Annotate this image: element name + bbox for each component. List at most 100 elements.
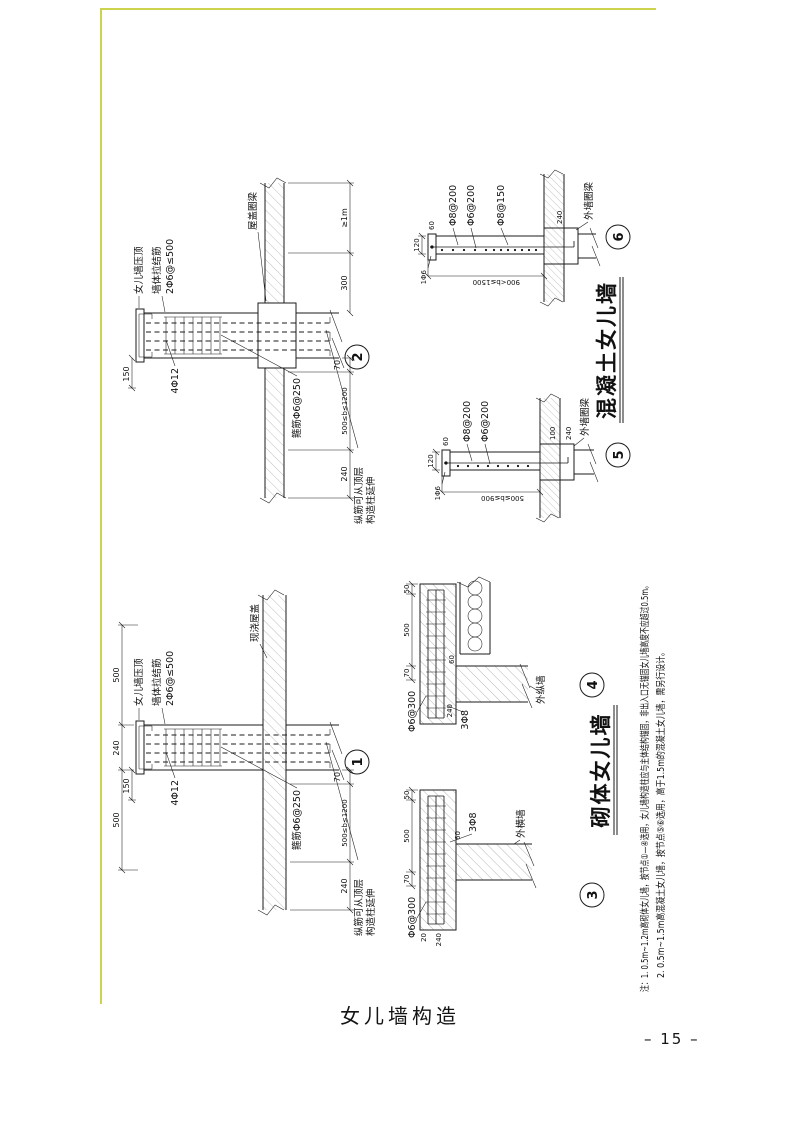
ring-beam xyxy=(257,302,297,369)
label-stirrups: 箍筋Φ6@250 xyxy=(291,790,303,850)
figure-caption: 女儿墙构造 xyxy=(340,1004,460,1028)
note-line-2: 2. 0.5m~1.5m高混凝土女儿墙，按节点⑤⑥选用，高于1.5m的混凝土女儿… xyxy=(655,648,667,978)
dim-text: 70 xyxy=(403,875,411,884)
vertical-rebar-dashed xyxy=(146,322,330,351)
roof-slab-hatch xyxy=(263,595,286,910)
label-vertical-bars: Φ8@200 xyxy=(462,401,473,442)
label-coping-ties: Φ6@300 xyxy=(407,691,418,732)
detail-2-bubble xyxy=(344,344,370,370)
dim-text: 500 xyxy=(112,812,121,827)
label-main-bars: 4Φ12 xyxy=(170,368,181,394)
ring-beam xyxy=(539,443,575,481)
stirrup-ladder xyxy=(164,728,222,767)
dim-text: 500≤b≤1200 xyxy=(341,387,349,434)
label-tie-bars: 墙体拉结筋 xyxy=(151,658,163,706)
dim-text: 70 xyxy=(403,669,411,678)
label-coping-bar: 1Φ6 xyxy=(434,485,442,500)
vertical-rebar-dashed xyxy=(146,734,330,763)
dim-parapet-height-range: 900<b≤1500 xyxy=(473,278,520,286)
detail-6-drawing: 120 1Φ6 60 Φ8@200 Φ6@200 xyxy=(413,169,601,307)
label-extend-line1: 纵筋可从顶层 xyxy=(353,879,365,936)
label-main-bars: 4Φ12 xyxy=(170,780,181,806)
dim-text: 120 xyxy=(413,238,421,251)
label-tie-bars-spec: 2Φ6@≤500 xyxy=(165,239,176,294)
roof-slab-hatch xyxy=(540,398,560,518)
coping-cap xyxy=(135,308,145,363)
label-tie-bars: 墙体拉结筋 xyxy=(151,246,163,294)
hollow-core-void xyxy=(467,594,483,610)
dim-text: 150 xyxy=(122,366,131,381)
label-extend-line1: 纵筋可从顶层 xyxy=(353,467,365,524)
group-titles: 砌体女儿墙 混凝土女儿墙 xyxy=(589,277,624,835)
label-vertical-bars-upper: Φ8@200 xyxy=(448,185,459,226)
title-concrete-parapet: 混凝土女儿墙 xyxy=(595,281,619,419)
dim-text: ≥1m xyxy=(340,208,349,228)
dim-text: 300 xyxy=(340,275,349,290)
parapet-wall-hatch xyxy=(420,790,456,930)
dim-text: 500 xyxy=(403,623,411,636)
label-stirrups: 箍筋Φ6@250 xyxy=(291,378,303,438)
rotated-drawing-sheet: 500 240 500 150 xyxy=(100,140,670,1000)
detail-6-bubble xyxy=(605,224,631,250)
detail-4-number: 4 xyxy=(586,680,601,689)
detail-number-bubbles: 1 2 3 4 5 6 xyxy=(344,224,631,908)
page-number: – 15 – xyxy=(644,1030,700,1048)
dim-text: 50 xyxy=(403,791,411,800)
detail-1-bubble xyxy=(344,749,370,775)
scan-fold-line-horizontal xyxy=(100,8,656,10)
label-transverse-wall: 外横墙 xyxy=(515,809,527,838)
section-2-drawing: 150 女儿墙压顶 墙体拉 xyxy=(122,177,377,524)
label-tie-bars-spec: 2Φ6@≤500 xyxy=(165,651,176,706)
dim-text: 500 xyxy=(403,829,411,842)
dim-text: 240 xyxy=(565,427,573,440)
label-vertical-bars-lower: Φ8@150 xyxy=(496,185,507,226)
dim-text: 60 xyxy=(442,437,450,446)
title-masonry-parapet: 砌体女儿墙 xyxy=(589,713,613,828)
dim-text: 120 xyxy=(427,454,435,467)
label-extend-line2: 构造柱延伸 xyxy=(365,888,377,936)
detail-5-drawing: 120 1Φ6 60 Φ8@200 Φ6@200 500≤b≤900 xyxy=(427,393,599,523)
label-roof: 现浇屋盖 xyxy=(249,603,261,642)
notes-block: 注：1. 0.5m~1.2m高砌体女儿墙，按节点①—④选用，女儿墙构造柱应与主体… xyxy=(639,582,667,992)
parapet-wall-hatch xyxy=(420,584,456,724)
dim-text: 70 xyxy=(333,772,342,782)
dim-text: 60 xyxy=(448,655,456,664)
label-wall-ring-beam: 外墙圈梁 xyxy=(579,397,591,436)
dim-parapet-height-range: 500≤b≤900 xyxy=(481,494,524,502)
transverse-wall-hatch xyxy=(456,844,532,880)
label-coping-bars: 3Φ8 xyxy=(468,812,479,832)
ring-beam xyxy=(543,227,579,265)
dim-text: 70 xyxy=(333,360,342,370)
roof-slab-hatch xyxy=(544,174,564,302)
dim-text: 500 xyxy=(112,667,121,682)
dim-text: 240 xyxy=(435,933,443,946)
parapet-construction-drawing: 500 240 500 150 xyxy=(112,169,667,992)
hollow-core-void xyxy=(467,580,483,596)
scan-fold-line-vertical xyxy=(100,8,102,1004)
dim-text: 240 xyxy=(556,211,564,224)
detail-6-number: 6 xyxy=(612,232,627,241)
roof-slab-hatch xyxy=(265,183,284,303)
detail-3-bubble xyxy=(579,882,605,908)
horizontal-bar-dots xyxy=(456,464,530,468)
label-roof-ring-beam: 屋盖圈梁 xyxy=(247,191,259,230)
dim-text: 150 xyxy=(122,778,131,793)
dim-text: 240 xyxy=(112,740,121,755)
dim-text: 60 xyxy=(454,831,462,840)
detail-5-number: 5 xyxy=(612,450,627,459)
detail-4-drawing: Φ6@300 70 500 50 3Φ8 xyxy=(403,576,547,732)
dim-text: 50 xyxy=(403,585,411,594)
detail-3-number: 3 xyxy=(586,890,601,899)
label-coping: 女儿墙压顶 xyxy=(133,246,145,294)
label-horizontal-bars: Φ6@200 xyxy=(466,185,477,226)
label-wall-ring-beam: 外墙圈梁 xyxy=(583,181,595,220)
coping-rebar xyxy=(427,589,445,719)
stirrup-ladder xyxy=(164,316,222,355)
dim-text: 20 xyxy=(420,933,428,942)
roof-slab-hatch xyxy=(265,368,284,498)
longitudinal-wall-hatch xyxy=(456,666,528,702)
hollow-core-void xyxy=(467,622,483,638)
dim-text: 240 xyxy=(340,466,349,481)
coping-cap xyxy=(135,720,145,775)
label-coping: 女儿墙压顶 xyxy=(133,658,145,706)
